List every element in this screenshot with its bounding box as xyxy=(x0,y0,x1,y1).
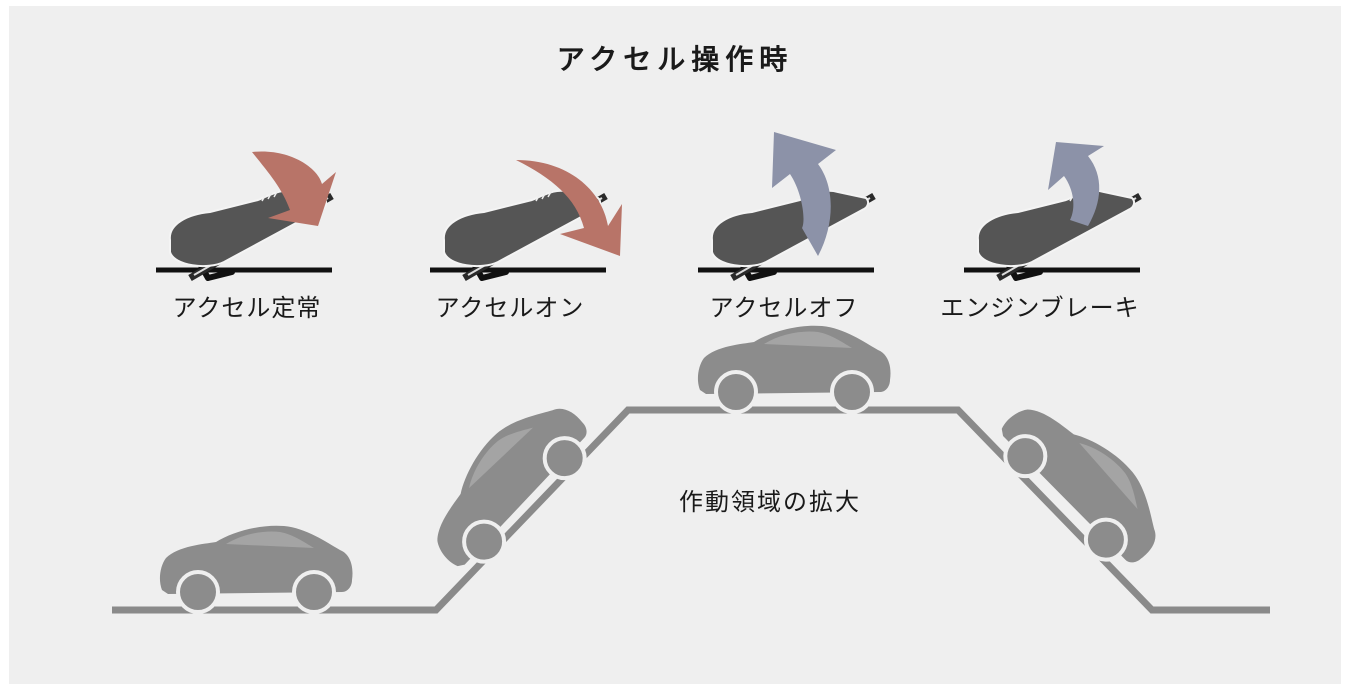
range-expansion-label: 作動領域の拡大 xyxy=(679,488,861,516)
pedal-label-steady: アクセル定常 xyxy=(172,294,322,322)
pedal-label-on: アクセルオン xyxy=(435,294,585,322)
pedal-icon-on xyxy=(314,160,622,278)
pedal-label-engine-brake: エンジンブレーキ xyxy=(940,294,1140,322)
car-flat-left xyxy=(157,523,355,614)
arrow-up-icon xyxy=(772,132,836,256)
car-uphill xyxy=(407,382,608,585)
page-title: アクセル操作時 xyxy=(556,43,794,76)
car-top xyxy=(695,323,893,414)
pedal-icon-off xyxy=(582,132,874,278)
arrow-down-small-icon xyxy=(252,151,336,226)
pedal-icon-engine-brake xyxy=(848,142,1140,278)
road-profile xyxy=(112,406,1270,614)
pedal-label-off: アクセルオフ xyxy=(709,294,859,322)
pedal-icon-steady xyxy=(40,151,336,278)
car-downhill xyxy=(982,380,1183,584)
arrow-down-icon xyxy=(516,160,622,256)
arrow-up-icon xyxy=(1048,142,1104,226)
